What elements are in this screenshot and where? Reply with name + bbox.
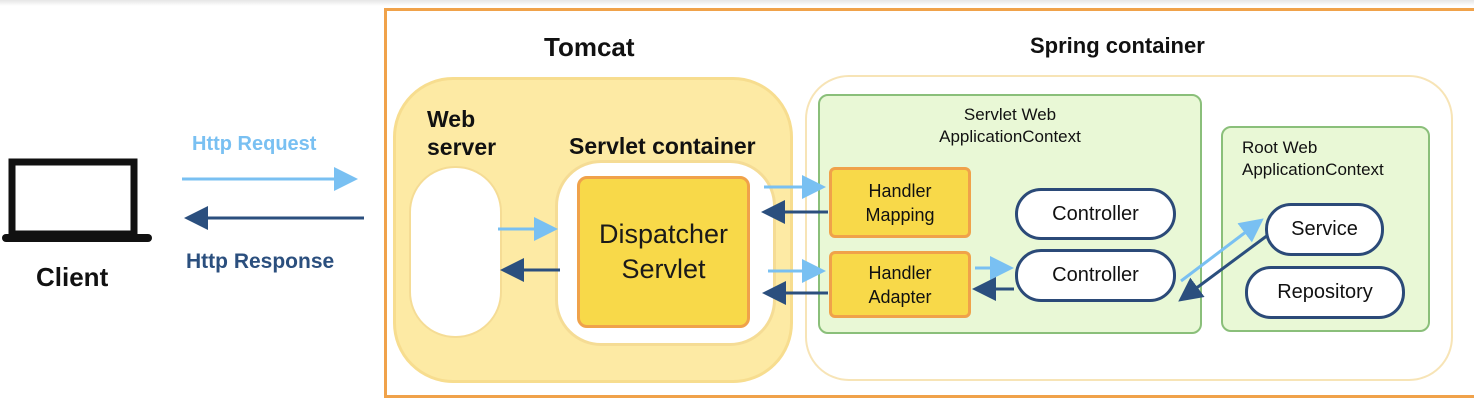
web-server-label: Web server: [427, 105, 496, 161]
http-request-label: Http Request: [192, 133, 317, 155]
top-edge-shadow: [0, 0, 1474, 6]
controller-pill-top: Controller: [1015, 188, 1176, 240]
repository-pill: Repository: [1245, 266, 1405, 319]
root-context-label-line-2: ApplicationContext: [1242, 160, 1384, 179]
root-context-label: Root Web ApplicationContext: [1242, 137, 1384, 181]
handler-mapping-line-1: Handler: [868, 180, 932, 201]
web-server-label-line-2: server: [427, 134, 497, 160]
service-to-controller-arrow: [1178, 233, 1269, 302]
controller-pill-bottom: Controller: [1015, 249, 1176, 302]
dispatcher-label-line-1: Dispatcher: [598, 219, 729, 249]
servlet-context-label-line-1: Servlet Web: [963, 105, 1057, 124]
controller-label-top: Controller: [1052, 202, 1139, 225]
web-server-box: [409, 166, 502, 338]
controller-label-bottom: Controller: [1052, 264, 1139, 286]
dispatcher-label-line-2: Servlet: [621, 254, 706, 284]
handler-mapping-box: Handler Mapping: [829, 167, 971, 238]
dispatcher-servlet-box: Dispatcher Servlet: [577, 176, 750, 328]
tomcat-title: Tomcat: [544, 32, 635, 62]
handler-mapping-line-2: Mapping: [865, 204, 935, 225]
service-pill: Service: [1265, 203, 1384, 256]
http-response-label: Http Response: [186, 250, 335, 273]
flow-arrows: [182, 167, 1269, 305]
laptop-icon: [2, 158, 152, 242]
web-server-label-line-1: Web: [427, 106, 476, 132]
root-context-label-line-1: Root Web: [1242, 138, 1318, 157]
controller-to-service-arrow: [1180, 218, 1264, 283]
repository-label: Repository: [1277, 281, 1373, 303]
service-label: Service: [1291, 218, 1358, 240]
client-label: Client: [36, 262, 109, 292]
servlet-context-label: Servlet Web ApplicationContext: [920, 104, 1100, 148]
servlet-container-label: Servlet container: [569, 133, 756, 159]
handler-adapter-line-1: Handler: [868, 262, 932, 283]
spring-container-title: Spring container: [1030, 33, 1205, 58]
handler-adapter-line-2: Adapter: [868, 286, 932, 307]
handler-adapter-box: Handler Adapter: [829, 251, 971, 318]
servlet-context-label-line-2: ApplicationContext: [939, 127, 1081, 146]
